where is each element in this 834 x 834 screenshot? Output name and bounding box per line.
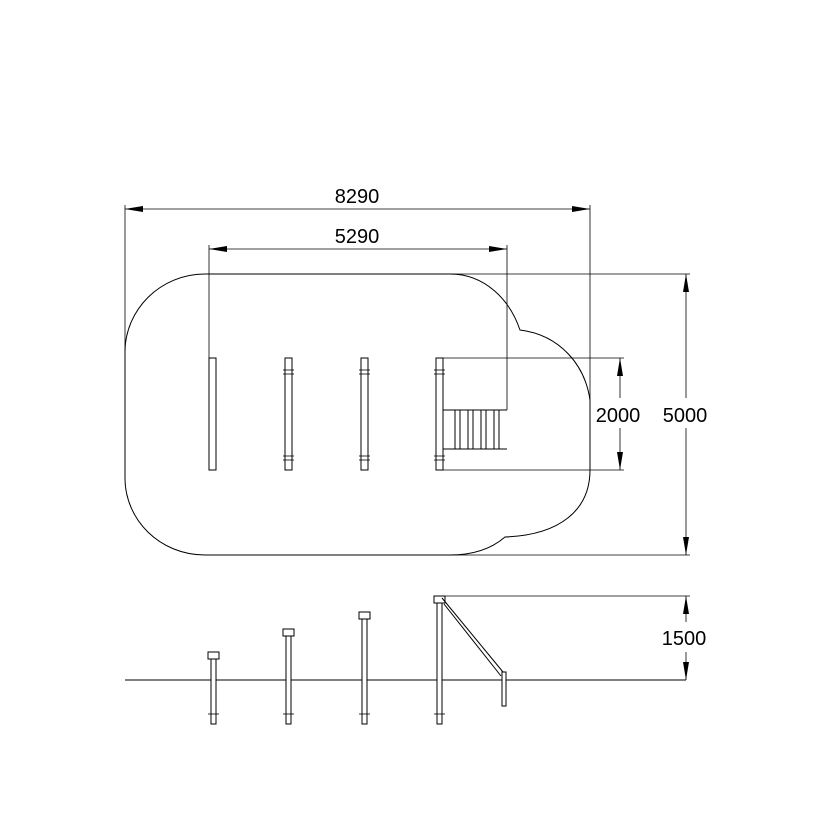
- dimension-label-overall-length: 8290: [335, 186, 380, 208]
- elevation-post-2: [282, 628, 295, 725]
- elevation-post-4-ladder: [433, 595, 507, 725]
- plan-board-1: [208, 357, 217, 471]
- safety-zone-outline: [124, 273, 591, 556]
- plan-board-3: [359, 357, 370, 471]
- plan-board-4-ladder: [434, 357, 507, 471]
- dimension-label-overall-depth: 5000: [663, 405, 708, 427]
- dimension-label-inner-length: 5290: [335, 226, 380, 248]
- dimension-equipment-depth: 2000: [443, 357, 641, 471]
- dimension-inner-length: 5290: [208, 226, 508, 410]
- elevation-view: [125, 595, 686, 725]
- dimension-overall-depth: 5000: [450, 273, 708, 556]
- plan-board-2: [283, 357, 294, 471]
- elevation-post-3: [358, 611, 371, 725]
- dimension-overall-length: 8290: [124, 186, 591, 400]
- dimension-label-equipment-depth: 2000: [596, 405, 641, 427]
- plan-view: [124, 273, 591, 556]
- dimension-label-height: 1500: [662, 628, 707, 650]
- dimension-height: 1500: [445, 595, 707, 680]
- elevation-post-1: [207, 651, 220, 725]
